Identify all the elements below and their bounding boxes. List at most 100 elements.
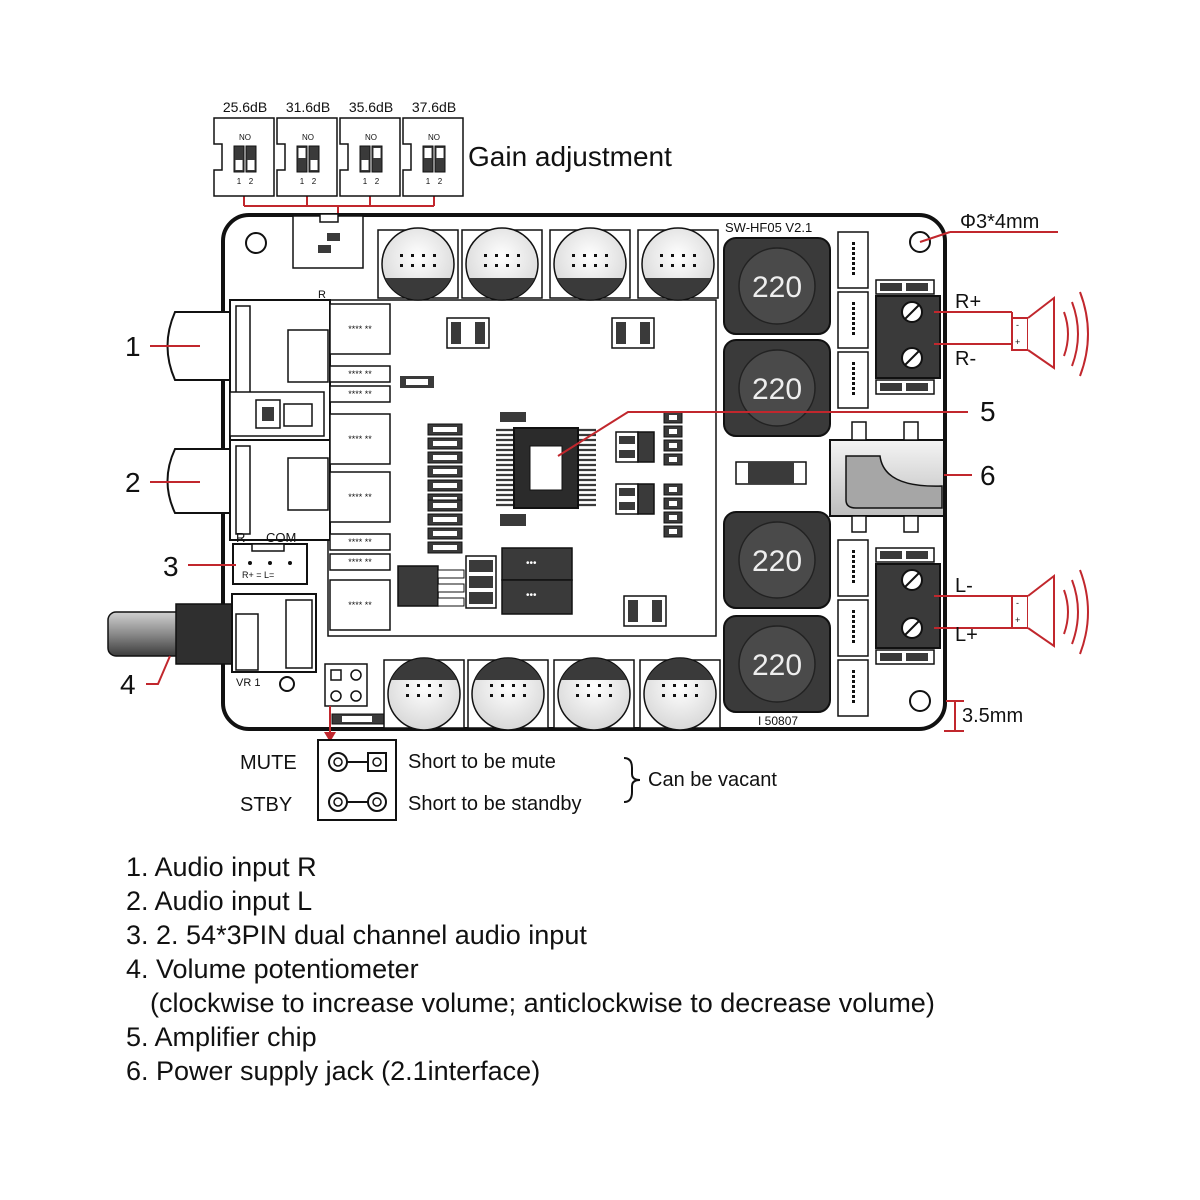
smd-resistor-column xyxy=(427,499,463,554)
mosfet-mark-1: ••• xyxy=(526,558,537,569)
resistor-strip xyxy=(837,291,869,349)
speaker-output-r: R+ R- - + xyxy=(934,291,1089,377)
callout-line-4 xyxy=(146,655,171,685)
board-jumper xyxy=(324,663,385,725)
smd-block: **** ** xyxy=(329,553,391,571)
header-label-r: R xyxy=(236,530,245,545)
legend-item-4-note: (clockwise to increase volume; anticlock… xyxy=(150,988,935,1018)
gain-switch-pin-label: 2 xyxy=(249,177,254,186)
legend-item-1: 1. Audio input R xyxy=(126,852,317,882)
capacitors-bottom xyxy=(383,657,721,731)
terminal-r xyxy=(875,279,941,395)
legend-item-3: 3. 2. 54*3PIN dual channel audio input xyxy=(126,920,587,950)
terminal-l xyxy=(875,547,941,665)
inductor: 220 xyxy=(723,339,831,437)
capacitor xyxy=(553,657,635,731)
resistor-strip xyxy=(837,599,869,657)
gain-switch-pin-label: 2 xyxy=(438,177,443,186)
resistor-strip xyxy=(837,231,869,289)
volume-potentiometer: VR 1 xyxy=(107,593,317,692)
inductor: 220 xyxy=(723,615,831,713)
inductor-value: 220 xyxy=(752,373,802,406)
gain-option-label: 35.6dB xyxy=(349,99,393,115)
gain-switch-on-label: NO xyxy=(428,133,440,142)
amplifier-chip xyxy=(496,427,596,509)
mounting-hole-top-left xyxy=(245,232,267,254)
inductor-value: 220 xyxy=(752,649,802,682)
gain-switch-pin-label: 1 xyxy=(237,177,242,186)
output-r-minus: R- xyxy=(955,348,976,370)
speaker-l-minus-mark: - xyxy=(1016,598,1019,608)
speaker-r-minus-mark: - xyxy=(1016,320,1019,330)
smd-block: **** ** xyxy=(329,533,391,551)
gain-title: Gain adjustment xyxy=(468,141,672,172)
smd-block-mark: **** ** xyxy=(348,369,372,379)
inductor-value: 220 xyxy=(752,545,802,578)
smd-block-mark: **** ** xyxy=(348,389,372,399)
capacitor xyxy=(383,657,465,731)
gain-switch-pin-label: 2 xyxy=(375,177,380,186)
mute-label: MUTE xyxy=(240,752,297,774)
capacitor xyxy=(637,227,719,301)
smd-block: **** ** xyxy=(329,579,391,631)
smd-block-mark: **** ** xyxy=(348,537,372,547)
smd-resistor-column xyxy=(663,411,683,466)
mounting-hole-top-right xyxy=(909,231,931,253)
callout-4: 4 xyxy=(120,669,136,700)
smd-block: **** ** xyxy=(329,385,391,403)
jumper-note: Can be vacant xyxy=(648,769,777,791)
mounting-hole-bottom-right xyxy=(909,690,931,712)
gain-switch-pin-label: 1 xyxy=(363,177,368,186)
legend-item-6: 6. Power supply jack (2.1interface) xyxy=(126,1056,541,1086)
mosfet-pair: ••• ••• xyxy=(397,547,667,627)
smd-block-mark: **** ** xyxy=(348,600,372,610)
gain-switch-pin-label: 2 xyxy=(312,177,317,186)
margin-dimension: 3.5mm xyxy=(962,705,1023,727)
inductor: 220 xyxy=(723,511,831,609)
callout-line-5 xyxy=(557,411,968,457)
pcb-board: SW-HF05 V2.1 I 50807 R xyxy=(107,213,947,731)
gain-option-label: 25.6dB xyxy=(223,99,267,115)
speaker-output-l: L- L+ - + xyxy=(934,569,1089,655)
mosfet-mark-2: ••• xyxy=(526,590,537,601)
legend-item-4: 4. Volume potentiometer xyxy=(126,954,419,984)
smd-block-mark: **** ** xyxy=(348,492,372,502)
smd-cap-pair xyxy=(615,431,655,463)
input-switch-block xyxy=(229,391,325,437)
smd-block: **** ** xyxy=(329,365,391,383)
legend-item-5: 5. Amplifier chip xyxy=(126,1022,317,1052)
dimensions: Φ3*4mm 3.5mm xyxy=(919,211,1058,732)
rca-input-l xyxy=(166,439,331,541)
board-serial: I 50807 xyxy=(758,714,798,728)
gain-option-label: 37.6dB xyxy=(412,99,456,115)
amplifier-chip-pins xyxy=(496,428,596,507)
capacitor xyxy=(549,227,631,301)
capacitor xyxy=(467,657,549,731)
resistor-strips xyxy=(837,231,869,717)
inductor-value: 220 xyxy=(752,271,802,304)
smd-block-mark: **** ** xyxy=(348,557,372,567)
gain-switch-on-label: NO xyxy=(365,133,377,142)
smd-small-parts xyxy=(400,317,807,526)
pot-label: VR 1 xyxy=(236,677,260,689)
resistor-strip xyxy=(837,539,869,597)
callout-3: 3 xyxy=(163,551,179,582)
gain-switch-pin-label: 1 xyxy=(426,177,431,186)
gain-option-label: 31.6dB xyxy=(286,99,330,115)
resistor-strip xyxy=(837,659,869,717)
header-pin-labels: R+ = L= xyxy=(242,570,274,580)
gain-connector-ticks xyxy=(243,196,435,206)
audio-header-3pin: R COM R+ = L= xyxy=(232,530,308,585)
callout-2: 2 xyxy=(125,467,141,498)
header-label-com: COM xyxy=(266,530,296,545)
capacitor xyxy=(461,227,543,301)
inductor: 220 xyxy=(723,237,831,335)
legend-item-2: 2. Audio input L xyxy=(126,886,313,916)
callouts xyxy=(146,345,972,685)
